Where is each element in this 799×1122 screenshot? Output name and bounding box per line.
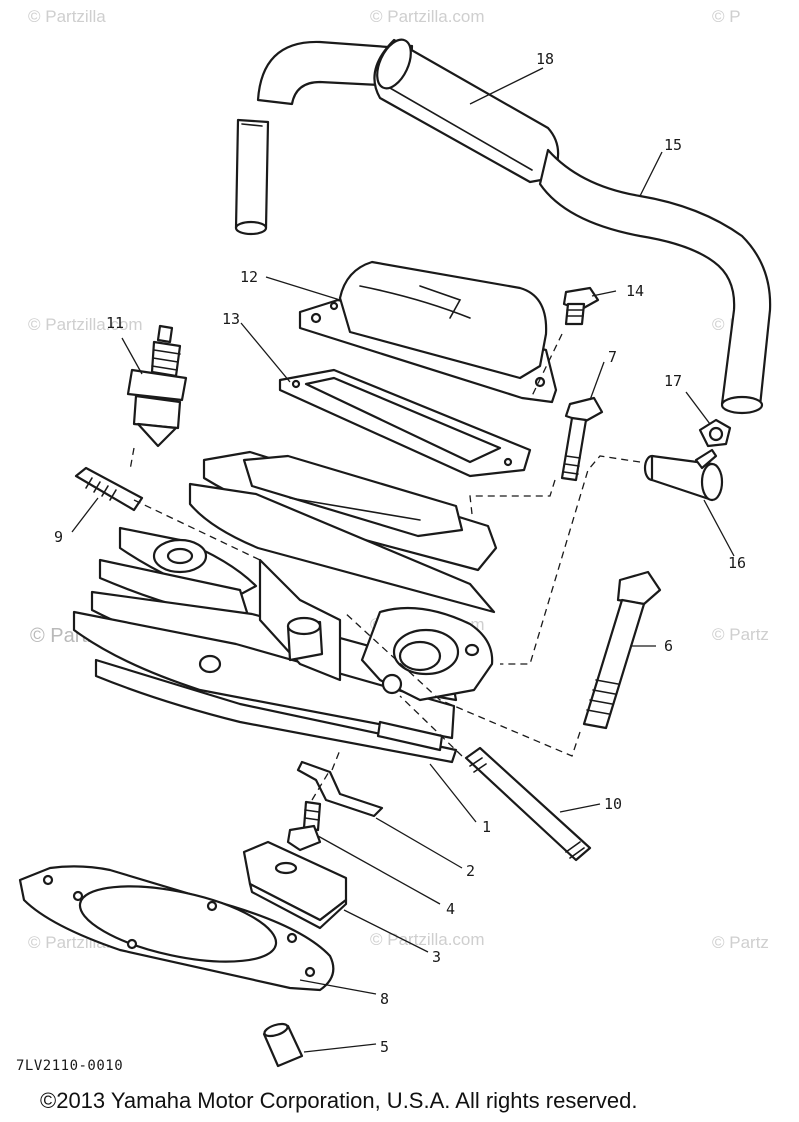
- part-15-pipe: [538, 148, 772, 415]
- callout-15: 15: [664, 136, 682, 154]
- callout-10: 10: [604, 795, 622, 813]
- callout-3: 3: [432, 948, 441, 966]
- callout-numbers: 18 15 12 14 13 11 7 17 9 16 6 10 1 2 4 3…: [54, 50, 746, 1056]
- callout-14: 14: [626, 282, 644, 300]
- watermark-bottom-right: © Partz: [712, 933, 769, 952]
- part-17-clamp: [698, 418, 732, 448]
- part-6-bolt: [582, 570, 662, 730]
- part-12-cover: [298, 260, 558, 404]
- leader-lines: [71, 67, 735, 1053]
- watermark-top-right: © P: [712, 7, 741, 26]
- callout-7: 7: [608, 348, 617, 366]
- callout-11: 11: [106, 314, 124, 332]
- callout-2: 2: [466, 862, 475, 880]
- part-5-dowel: [262, 1022, 304, 1068]
- watermark-bottom-center: © Partzilla.com: [370, 930, 485, 949]
- callout-18: 18: [536, 50, 554, 68]
- callout-4: 4: [446, 900, 455, 918]
- callout-5: 5: [380, 1038, 389, 1056]
- part-9-stud: [74, 466, 144, 512]
- part-8-gasket: [18, 865, 335, 992]
- callout-17: 17: [664, 372, 682, 390]
- part-1-cylinder-head: [72, 450, 498, 764]
- callout-12: 12: [240, 268, 258, 286]
- part-16-fitting: [643, 448, 724, 502]
- callout-6: 6: [664, 637, 673, 655]
- part-4-bolt: [286, 800, 322, 852]
- part-13-gasket: [278, 368, 532, 478]
- part-14-bolt: [562, 286, 600, 326]
- callout-1: 1: [482, 818, 491, 836]
- callout-9: 9: [54, 528, 63, 546]
- part-11-spark-plug: [126, 324, 188, 448]
- part-7-bolt: [560, 396, 604, 482]
- callout-16: 16: [728, 554, 746, 572]
- watermark-right: © Partz: [712, 625, 769, 644]
- callout-13: 13: [222, 310, 240, 328]
- part-2-clip: [296, 760, 384, 818]
- watermark-mid-left: © Partzilla.com: [28, 315, 143, 334]
- part-3-bracket: [242, 840, 348, 930]
- watermark-top-center: © Partzilla.com: [370, 7, 485, 26]
- callout-8: 8: [380, 990, 389, 1008]
- part-18-hose: [234, 38, 560, 236]
- diagram-reference-code: 7LV2110-0010: [16, 1058, 124, 1074]
- part-10-stud: [464, 746, 592, 862]
- watermark-top-left: © Partzilla: [28, 7, 106, 26]
- copyright-notice: ©2013 Yamaha Motor Corporation, U.S.A. A…: [40, 1088, 638, 1113]
